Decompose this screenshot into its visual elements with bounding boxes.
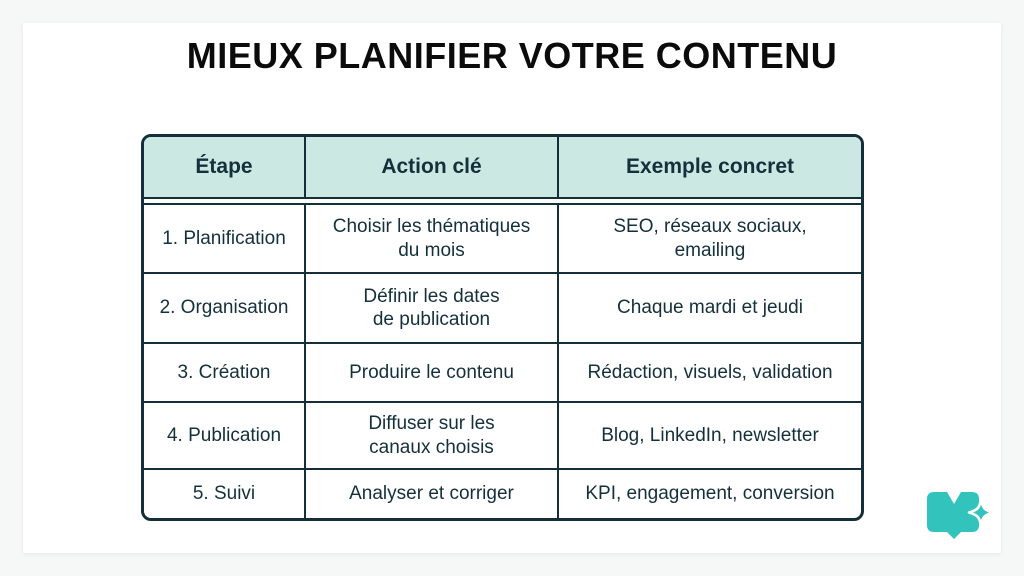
table-cell-etape-5: 5. Suivi bbox=[144, 468, 304, 518]
header-body-divider bbox=[144, 199, 861, 203]
table-body: 1. Planification Choisir les thématiques… bbox=[144, 203, 861, 518]
header-cell-etape: Étape bbox=[195, 155, 253, 178]
table-cell-action-3: Produire le contenu bbox=[304, 342, 557, 401]
content-table: Étape Action clé Exemple concret 1. Plan… bbox=[141, 134, 864, 521]
table-cell-etape-4: 4. Publication bbox=[144, 401, 304, 468]
table-cell-action-1: Choisir les thématiques du mois bbox=[304, 205, 557, 272]
table-cell-etape-1: 1. Planification bbox=[162, 227, 286, 249]
table-cell-action-4: Diffuser sur les canaux choisis bbox=[304, 401, 557, 468]
table-cell-exemple-5: KPI, engagement, conversion bbox=[557, 468, 861, 518]
page-title: MIEUX PLANIFIER VOTRE CONTENU bbox=[186, 35, 838, 76]
table-cell-action-2: Définir les dates de publication bbox=[304, 272, 557, 342]
slide-card: MIEUX PLANIFIER VOTRE CONTENU Étape Acti… bbox=[23, 23, 1001, 553]
table-cell-exemple-3: Rédaction, visuels, validation bbox=[557, 342, 861, 401]
header-cell-action: Action clé bbox=[304, 137, 557, 197]
header-cell-exemple: Exemple concret bbox=[557, 137, 861, 197]
table-cell-exemple-4: Blog, LinkedIn, newsletter bbox=[557, 401, 861, 468]
table-cell-etape-2: 2. Organisation bbox=[144, 272, 304, 342]
table-cell-action-5: Analyser et corriger bbox=[304, 468, 557, 518]
open-book-sparkle-icon bbox=[927, 492, 993, 539]
table-cell-etape-3: 3. Création bbox=[144, 342, 304, 401]
table-header-row: Étape Action clé Exemple concret bbox=[144, 137, 861, 199]
table-cell-exemple-1: SEO, réseaux sociaux, emailing bbox=[557, 205, 861, 272]
table-cell-exemple-2: Chaque mardi et jeudi bbox=[557, 272, 861, 342]
